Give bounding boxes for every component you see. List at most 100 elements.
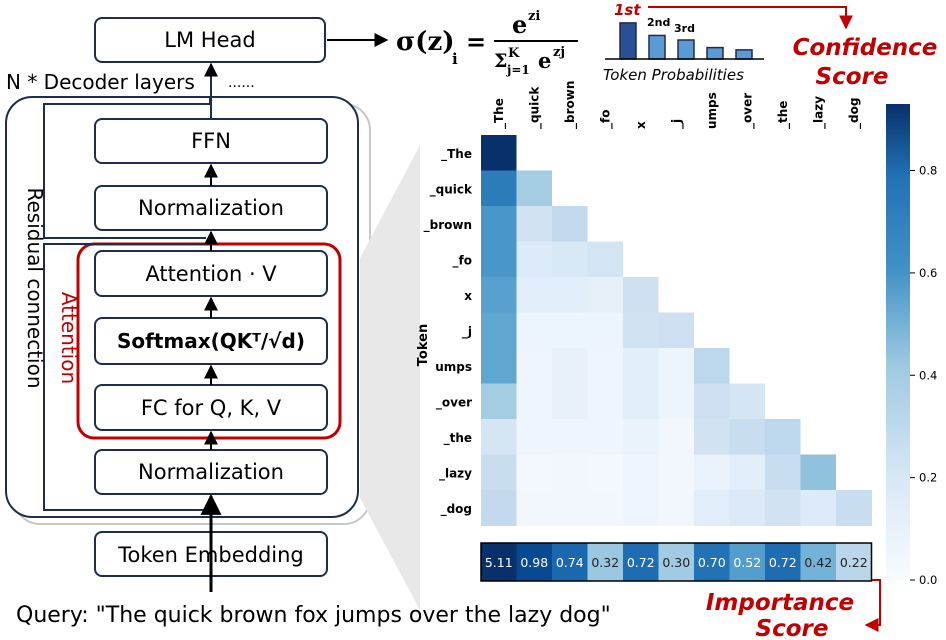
- heatmap-cell: [481, 348, 517, 384]
- heatmap-cell: [587, 383, 624, 420]
- rank-2nd: 2nd: [647, 16, 670, 29]
- heatmap-cell: [481, 170, 517, 207]
- heatmap-row-label: _The: [441, 147, 472, 162]
- formula-lhs-sub: i: [452, 50, 458, 68]
- formula-denominator: Σ: [494, 50, 507, 72]
- heatmap-cell: [765, 206, 801, 242]
- heatmap-row-label: _over: [436, 395, 472, 410]
- heatmap-cell: [765, 241, 801, 278]
- heatmap-col-label: _j: [669, 119, 684, 129]
- heatmap-col-label: _over: [740, 93, 755, 129]
- heatmap-cell: [836, 170, 872, 207]
- heatmap-cell: [552, 206, 588, 242]
- heatmap-cell: [587, 490, 624, 526]
- heatmap-cell: [658, 348, 695, 384]
- heatmap-cell: [481, 206, 517, 242]
- heatmap-cell: [765, 277, 801, 313]
- heatmap-cell: [800, 383, 837, 420]
- formula-lhs: σ(z): [396, 27, 455, 57]
- importance-cell: [658, 543, 695, 581]
- heatmap-cell: [765, 348, 801, 384]
- importance-cell: [800, 543, 837, 581]
- ellipsis: ......: [228, 75, 255, 91]
- heatmap-cell: [552, 419, 588, 455]
- heatmap-cell: [516, 348, 553, 384]
- heatmap-cell: [694, 277, 730, 313]
- colorbar-tick-label: 0.4: [919, 368, 937, 382]
- heatmap-row-label: _lazy: [439, 466, 472, 481]
- confidence-line2: Score: [816, 64, 889, 90]
- heatmap-col-label: umps: [705, 92, 719, 129]
- softmax-formula: σ(z) i = e zi Σ j=1 K e zj: [396, 9, 578, 77]
- colorbar-tick-label: 0.6: [919, 266, 937, 280]
- importance-value: 5.11: [485, 555, 513, 570]
- rank-1st: 1st: [614, 1, 641, 19]
- heatmap-cell: [552, 170, 588, 207]
- colorbar-tick-label: 0.0: [919, 573, 937, 587]
- heatmap-cell: [516, 419, 553, 455]
- heatmap-cell: [658, 419, 695, 455]
- heatmap-row-label: umps: [435, 360, 472, 374]
- importance-value: 0.42: [804, 555, 832, 570]
- heatmap-cell: [623, 277, 659, 313]
- decoder-layers-label: N * Decoder layers: [6, 70, 195, 94]
- heatmap-cell: [694, 383, 730, 420]
- token-probabilities-chart: [619, 22, 753, 60]
- heatmap-cell: [694, 312, 730, 349]
- heatmap-cell: [623, 383, 659, 420]
- probability-bar: [735, 49, 753, 60]
- heatmap-cell: [587, 135, 624, 171]
- heatmap-cell: [694, 170, 730, 207]
- heatmap-col-label: _brown: [563, 81, 578, 129]
- lm-head-box: [94, 17, 326, 63]
- heatmap-cell: [765, 490, 801, 526]
- heatmap-cell: [516, 383, 553, 420]
- importance-value: 0.22: [840, 555, 868, 570]
- importance-cell: [729, 543, 766, 581]
- heatmap-cell: [552, 241, 588, 278]
- heatmap-cell: [516, 170, 553, 207]
- heatmap-cell: [623, 241, 659, 278]
- importance-cell: [481, 543, 517, 581]
- heatmap-cell: [800, 312, 837, 349]
- heatmap-cell: [800, 170, 837, 207]
- heatmap-cell: [800, 206, 837, 242]
- heatmap-cell: [587, 454, 624, 491]
- heatmap-cell: [658, 135, 695, 171]
- heatmap-col-label: _lazy: [811, 96, 826, 129]
- colorbar-ticks: 0.00.20.40.60.8: [910, 164, 937, 587]
- heatmap-cell: [623, 170, 659, 207]
- importance-cell: [552, 543, 588, 581]
- heatmap-col-label: _The: [492, 98, 507, 129]
- heatmap-row-label: _j: [462, 324, 472, 339]
- importance-value: 0.74: [556, 555, 584, 570]
- heatmap-cell: [836, 277, 872, 313]
- heatmap-row-label: _dog: [441, 502, 472, 517]
- probability-bar: [648, 34, 666, 60]
- heatmap-cell: [729, 170, 766, 207]
- heatmap-cell: [658, 206, 695, 242]
- heatmap-cell: [552, 348, 588, 384]
- heatmap-cell: [623, 206, 659, 242]
- heatmap-cell: [694, 454, 730, 491]
- heatmap-cell: [836, 312, 872, 349]
- probability-bar: [677, 39, 695, 60]
- heatmap-cell: [516, 277, 553, 313]
- heatmap-cell: [800, 454, 837, 491]
- importance-cell: [836, 543, 872, 581]
- zoom-projection: [360, 145, 420, 610]
- heatmap-cell: [729, 454, 766, 491]
- heatmap-col-label: _quick: [527, 86, 542, 129]
- heatmap-cell: [552, 277, 588, 313]
- heatmap-cell: [836, 419, 872, 455]
- importance-value: 0.52: [733, 555, 761, 570]
- confidence-pointer: [648, 6, 853, 30]
- formula-numerator-sup: zi: [528, 9, 540, 24]
- heatmap-cell: [658, 170, 695, 207]
- formula-equals: =: [466, 27, 486, 56]
- probability-bar: [706, 46, 724, 60]
- importance-value: 0.72: [627, 555, 655, 570]
- importance-line2: Score: [756, 616, 829, 640]
- heatmap-cell: [729, 206, 766, 242]
- heatmap-cell: [694, 348, 730, 384]
